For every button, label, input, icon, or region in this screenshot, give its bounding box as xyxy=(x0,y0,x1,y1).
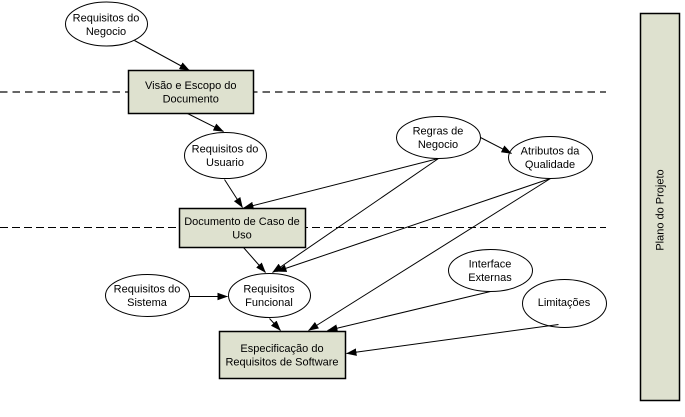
svg-text:Visão e Escopo do: Visão e Escopo do xyxy=(145,80,237,92)
svg-text:Plano do Projeto: Plano do Projeto xyxy=(655,169,667,250)
svg-text:Limitações: Limitações xyxy=(538,297,591,309)
svg-text:Especificação do: Especificação do xyxy=(240,343,323,355)
svg-text:Uso: Uso xyxy=(232,229,252,241)
svg-text:Externas: Externas xyxy=(468,272,512,284)
svg-text:Sistema: Sistema xyxy=(127,297,168,309)
svg-text:Requisitos do: Requisitos do xyxy=(114,283,181,295)
svg-text:Funcional: Funcional xyxy=(245,297,293,309)
svg-text:Documento de Caso de: Documento de Caso de xyxy=(184,216,300,228)
svg-text:Qualidade: Qualidade xyxy=(525,159,575,171)
svg-text:Negocio: Negocio xyxy=(418,139,458,151)
svg-text:Regras de: Regras de xyxy=(413,125,464,137)
svg-text:Requisitos de Software: Requisitos de Software xyxy=(225,356,338,368)
svg-text:Usuario: Usuario xyxy=(206,157,244,169)
svg-text:Interface: Interface xyxy=(469,258,512,270)
svg-text:Negocio: Negocio xyxy=(86,26,126,38)
svg-text:Atributos da: Atributos da xyxy=(521,145,581,157)
svg-text:Requisitos do: Requisitos do xyxy=(73,12,140,24)
svg-text:Requisitos do: Requisitos do xyxy=(192,143,259,155)
svg-text:Documento: Documento xyxy=(163,93,219,105)
svg-text:Requisitos: Requisitos xyxy=(243,283,295,295)
